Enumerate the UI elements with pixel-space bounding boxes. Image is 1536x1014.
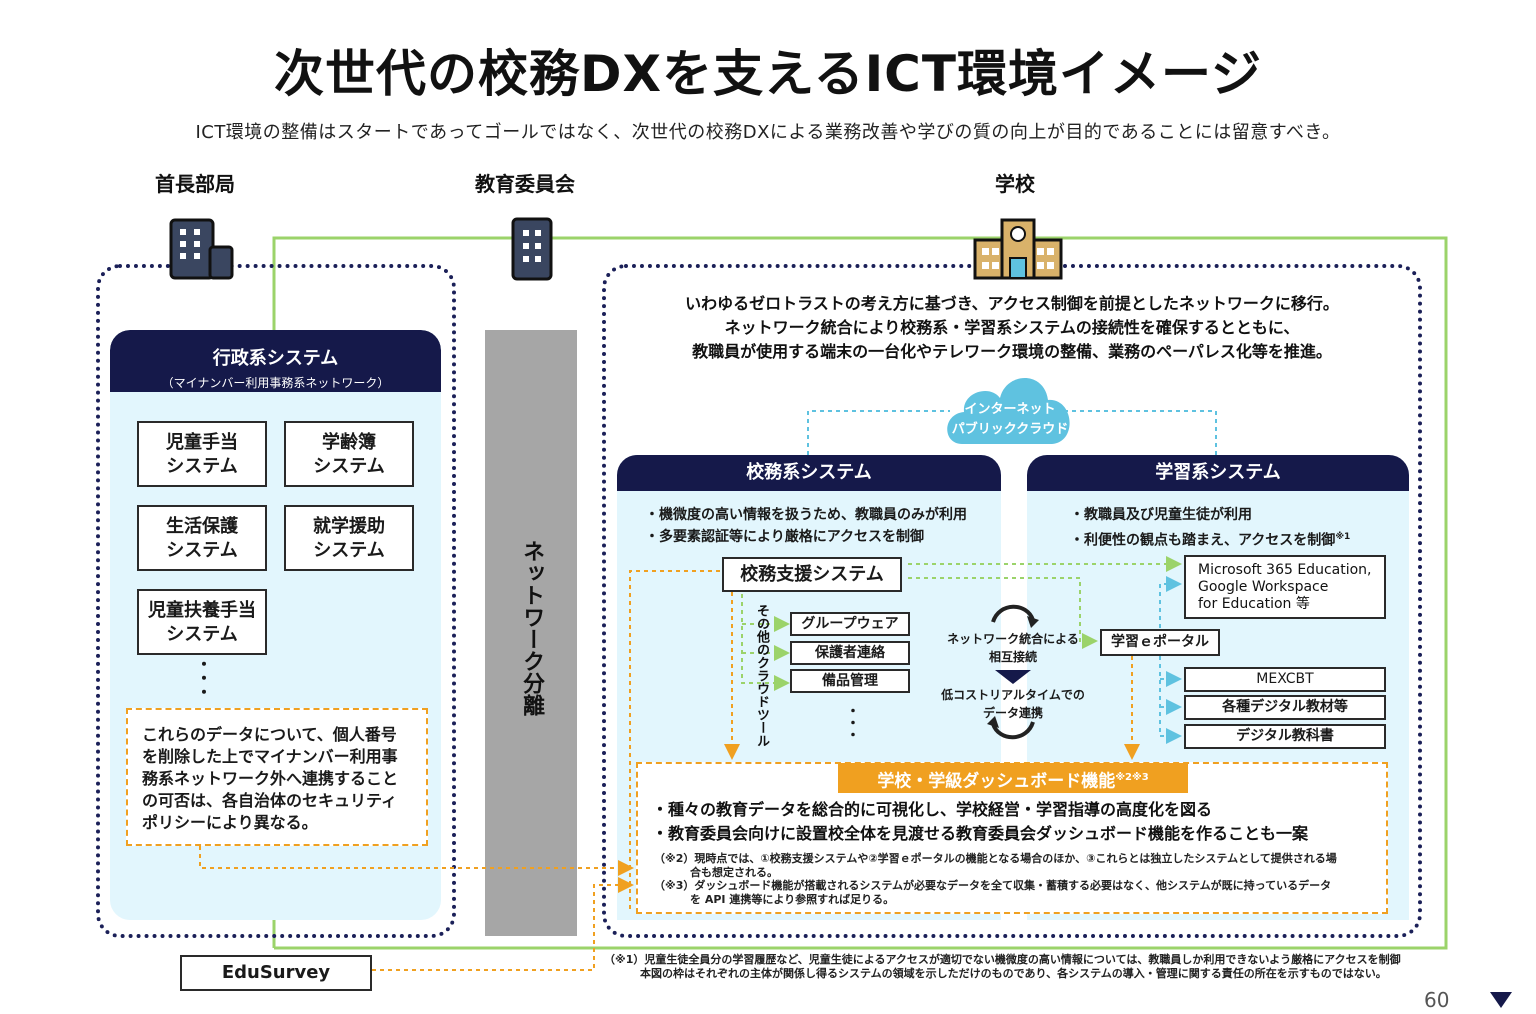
dashboard-note-3: （※3）ダッシュボード機能が搭載されるシステムが必要なデータを全て収集・蓄積する… (654, 879, 1332, 906)
integration-label: ネットワーク統合による 相互接続 (947, 632, 1079, 664)
network-separation-bar (485, 330, 577, 936)
building-icon (169, 218, 234, 280)
dashboard-title: 学校・学級ダッシュボード機能※2※3 (838, 763, 1188, 793)
tools-ellipsis: ・ ・ ・ (846, 704, 860, 744)
item-box-digital-textbook: デジタル教科書 (1184, 724, 1386, 749)
gakushu-system-title: 学習系システム (1027, 455, 1409, 491)
tool-box-parent-contact: 保護者連絡 (790, 641, 910, 665)
column-label-school: 学校 (995, 172, 1035, 196)
footnote: （※1）児童生徒全員分の学習履歴など、児童生徒によるアクセスが適切でない機微度の… (604, 953, 1401, 980)
tool-box-equipment: 備品管理 (790, 669, 910, 693)
realtime-label: 低コストリアルタイムでの データ連携 (941, 688, 1085, 720)
system-box-child-support: 児童扶養手当 システム (137, 589, 267, 655)
admin-ellipsis: ・ ・ ・ (196, 655, 213, 702)
page-title: 次世代の校務DXを支えるICT環境イメージ (274, 45, 1262, 103)
item-box-mexcbt: MEXCBT (1184, 667, 1386, 692)
koumu-bullets: ・機微度の高い情報を扱うため、教職員のみが利用 ・多要素認証等により厳格にアクセ… (645, 507, 967, 545)
panel-gap (1001, 491, 1027, 589)
network-separation-label: ネットワーク分離 (519, 540, 544, 716)
school-icon (973, 218, 1063, 280)
admin-system-title: 行政系システム (212, 348, 339, 369)
system-box-school-register: 学齢簿 システム (284, 421, 414, 487)
admin-system-subtitle: （マイナンバー利用事務系ネットワーク） (161, 376, 390, 390)
admin-data-note: これらのデータについて、個人番号を削除した上でマイナンバー利用事務系ネットワーク… (126, 708, 428, 846)
gakushu-bullets: ・教職員及び児童生徒が利用 ・利便性の観点も踏まえ、アクセスを制御※1 (1070, 507, 1351, 549)
page-number: 60 (1424, 988, 1450, 1012)
ms-google-box: Microsoft 365 Education, Google Workspac… (1184, 555, 1386, 619)
system-box-child-allowance: 児童手当 システム (137, 421, 267, 487)
dashboard-bullets: ・種々の教育データを総合的に可視化し、学校経営・学習指導の高度化を図る ・教育委… (652, 800, 1309, 843)
column-label-mayor: 首長部局 (155, 172, 235, 196)
learning-e-portal-box: 学習ｅポータル (1100, 629, 1220, 656)
edusurvey-box: EduSurvey (180, 955, 372, 991)
item-box-digital-materials: 各種デジタル教材等 (1184, 695, 1386, 720)
page-subtitle: ICT環境の整備はスタートであってゴールではなく、次世代の校務DXによる業務改善… (195, 122, 1341, 143)
system-box-welfare: 生活保護 システム (137, 505, 267, 571)
triangle-down-icon[interactable] (1488, 990, 1514, 1010)
cloud-tools-label: その他のクラウドツール (754, 604, 769, 747)
cloud-icon (947, 378, 1070, 444)
dashboard-note-2: （※2）現時点では、①校務支援システムや②学習ｅポータルの機能となる場合のほか、… (654, 852, 1337, 879)
column-label-board: 教育委員会 (475, 172, 575, 196)
school-intro: いわゆるゼロトラストの考え方に基づき、アクセス制御を前提としたネットワークに移行… (685, 294, 1339, 361)
system-box-school-aid: 就学援助 システム (284, 505, 414, 571)
building-icon (511, 217, 553, 281)
sync-arrows-icon (987, 604, 1039, 740)
school-support-system-box: 校務支援システム (722, 557, 902, 592)
cloud-label: インターネット パブリッククラウド (951, 402, 1069, 437)
admin-system-header: 行政系システム （マイナンバー利用事務系ネットワーク） (110, 330, 441, 392)
mayor-region (96, 264, 456, 938)
tool-box-groupware: グループウェア (790, 612, 910, 636)
koumu-system-title: 校務系システム (617, 455, 1001, 491)
